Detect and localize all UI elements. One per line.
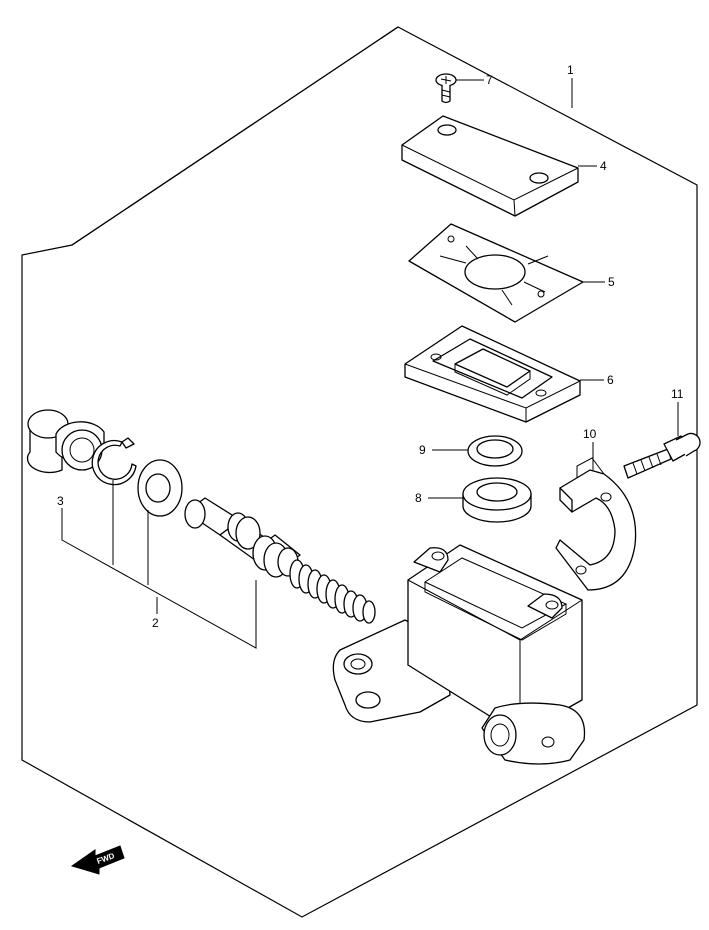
kit-frame (21, 26, 698, 918)
washer-part-9 (467, 435, 523, 467)
callout-2: 2 (152, 616, 159, 630)
thick-washer (137, 459, 183, 517)
callout-1: 1 (567, 63, 574, 77)
boot-part-6 (404, 325, 581, 423)
callout-10: 10 (583, 427, 597, 441)
leader-lines (61, 78, 679, 649)
bushing-part-8 (462, 477, 532, 523)
clamp-part-10 (555, 457, 637, 591)
callout-6: 6 (607, 373, 614, 387)
master-cylinder-body (332, 544, 586, 765)
callout-4: 4 (600, 159, 607, 173)
callout-3: 3 (57, 494, 64, 508)
callout-9: 9 (419, 443, 426, 457)
kit-frame-edge (71, 26, 399, 246)
screw-part-7 (435, 73, 457, 104)
forward-arrow-icon: FWD (70, 845, 125, 875)
reservoir-cap-part-4 (401, 115, 579, 217)
callout-5: 5 (608, 275, 615, 289)
callout-7: 7 (486, 73, 493, 87)
bolt-part-11 (623, 432, 701, 479)
callout-8: 8 (415, 491, 422, 505)
spring (289, 559, 376, 624)
snap-ring (91, 437, 137, 486)
piston-assembly (184, 497, 301, 578)
callout-11: 11 (671, 387, 684, 401)
diaphragm-part-5 (408, 223, 584, 323)
callouts: 1 2 3 4 5 6 7 8 9 10 11 (57, 63, 684, 630)
